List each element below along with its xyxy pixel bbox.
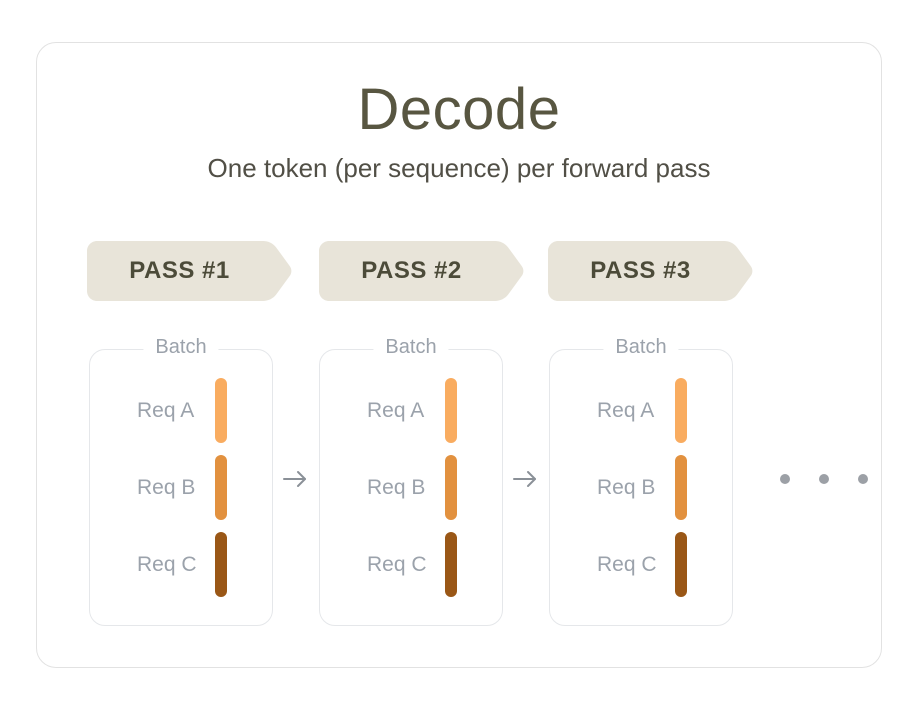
- dot: [858, 474, 868, 484]
- request-row: Req A: [137, 378, 272, 443]
- request-label: Req B: [597, 475, 656, 499]
- batch-label: Batch: [603, 336, 679, 359]
- request-row: Req B: [367, 455, 502, 520]
- batch-rows: Req A Req B Req C: [597, 378, 732, 609]
- request-label: Req A: [137, 398, 195, 422]
- request-label: Req C: [137, 552, 197, 576]
- ellipsis-icon: [780, 474, 868, 484]
- batch-box-1: Batch Req A Req B Req C: [89, 336, 273, 626]
- pass-banner-label: PASS #1: [129, 257, 230, 284]
- request-row: Req C: [367, 532, 502, 597]
- page-title: Decode: [357, 77, 561, 142]
- pass-banner-1: PASS #1: [87, 241, 294, 301]
- dot: [819, 474, 829, 484]
- pass-banner-label: PASS #2: [361, 257, 462, 284]
- arrow-right-icon: [283, 471, 306, 487]
- request-label: Req C: [367, 552, 427, 576]
- batch-box-3: Batch Req A Req B Req C: [549, 336, 733, 626]
- page-subtitle: One token (per sequence) per forward pas…: [207, 153, 711, 183]
- decode-card: Decode One token (per sequence) per forw…: [36, 42, 882, 668]
- request-row: Req B: [137, 455, 272, 520]
- pass-banner-2: PASS #2: [319, 241, 526, 301]
- token-bar: [675, 532, 687, 597]
- token-bar: [215, 532, 227, 597]
- chevron-banner-shape: [548, 241, 753, 301]
- request-row: Req A: [597, 378, 732, 443]
- batch-rows: Req A Req B Req C: [367, 378, 502, 609]
- request-row: Req C: [597, 532, 732, 597]
- chevron-banner-shape: [319, 241, 524, 301]
- token-bar: [445, 455, 457, 520]
- batch-rows: Req A Req B Req C: [137, 378, 272, 609]
- token-bar: [445, 532, 457, 597]
- dot: [780, 474, 790, 484]
- chevron-banner-shape: [87, 241, 292, 301]
- token-bar: [675, 455, 687, 520]
- request-row: Req A: [367, 378, 502, 443]
- request-label: Req A: [597, 398, 655, 422]
- token-bar: [215, 455, 227, 520]
- pass-banner-label: PASS #3: [590, 257, 691, 284]
- batch-label: Batch: [373, 336, 449, 359]
- token-bar: [445, 378, 457, 443]
- request-row: Req B: [597, 455, 732, 520]
- batch-label: Batch: [143, 336, 219, 359]
- request-label: Req B: [367, 475, 426, 499]
- pass-banner-3: PASS #3: [548, 241, 755, 301]
- token-bar: [215, 378, 227, 443]
- batch-box-2: Batch Req A Req B Req C: [319, 336, 503, 626]
- request-row: Req C: [137, 532, 272, 597]
- token-bar: [675, 378, 687, 443]
- request-label: Req C: [597, 552, 657, 576]
- request-label: Req A: [367, 398, 425, 422]
- arrow-right-icon: [513, 471, 536, 487]
- request-label: Req B: [137, 475, 196, 499]
